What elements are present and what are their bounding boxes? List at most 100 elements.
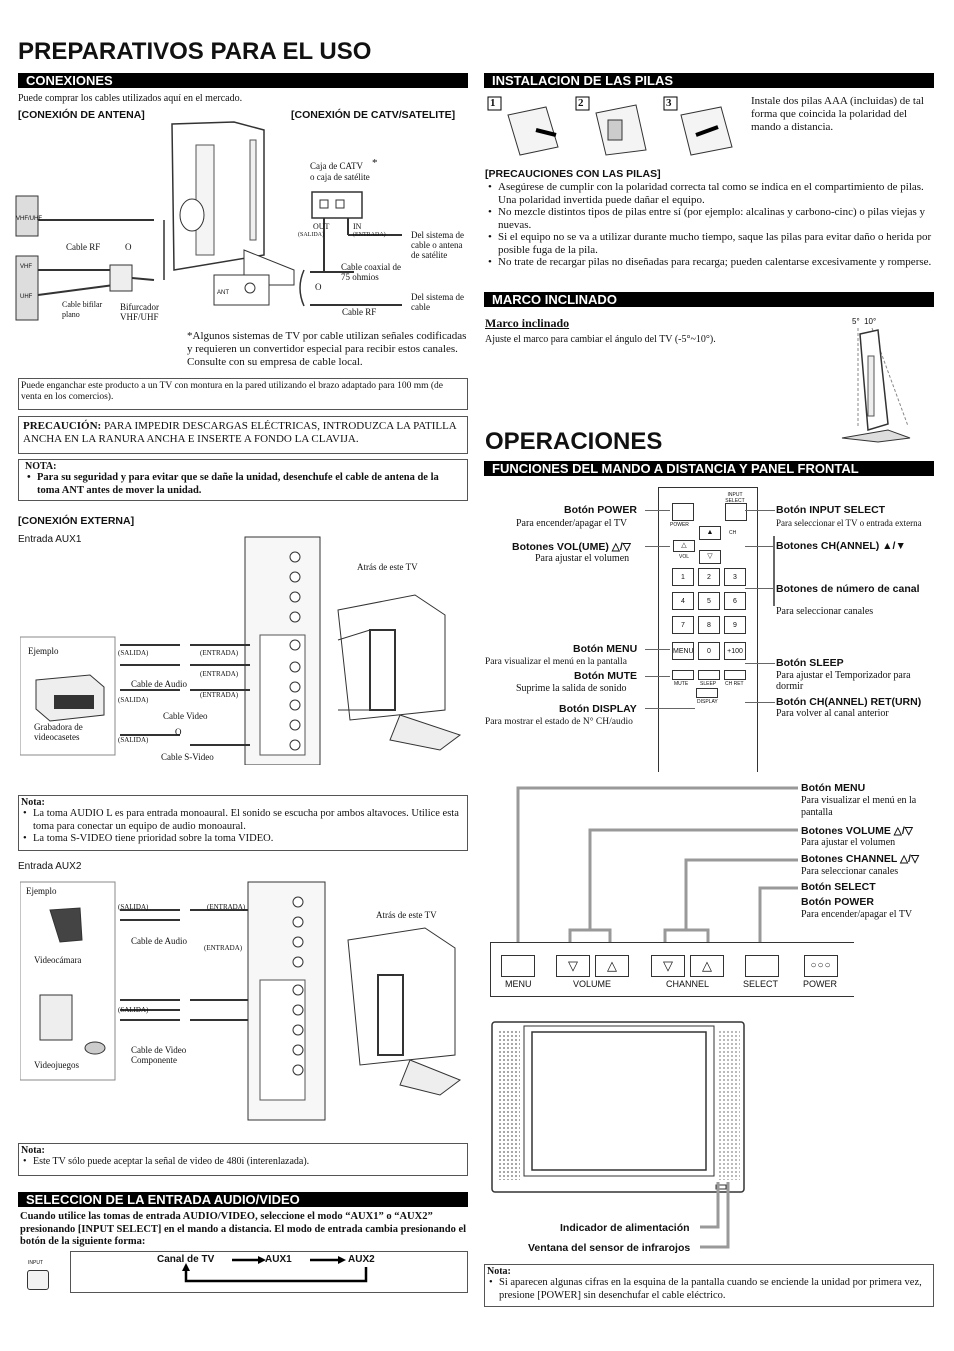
cable-audio-2: Cable de Audio: [131, 936, 187, 946]
nota2-box: Nota: Este TV sólo puede aceptar la seña…: [18, 1143, 468, 1176]
remote-chret-key[interactable]: [724, 670, 746, 680]
remote-key-2[interactable]: 2: [698, 568, 720, 586]
o-2: O: [315, 282, 322, 292]
panel-power-button[interactable]: ○○○: [804, 955, 838, 977]
desc-menu: Para visualizar el menú en la pantalla: [485, 657, 627, 667]
remote-power-key[interactable]: [672, 503, 694, 521]
tilt-diagram: [841, 327, 911, 443]
videocamara: Videocámara: [34, 955, 82, 965]
uhf-label: UHF: [20, 294, 33, 300]
ventana-label: Ventana del sensor de infrarojos: [528, 1242, 691, 1254]
remote-mute-key[interactable]: [672, 670, 694, 680]
cable-svideo: Cable S-Video: [161, 752, 214, 762]
tv-front: [491, 1021, 745, 1193]
panel-desc-vol: Para ajustar el volumen: [801, 837, 896, 848]
wall-note: Puede enganchar este producto a un TV co…: [21, 381, 443, 402]
marco-text: Ajuste el marco para cambiar el ángulo d…: [485, 334, 716, 345]
remote-input-label: INPUT SELECT: [725, 492, 745, 504]
salida-a1: (SALIDA): [118, 649, 149, 657]
panel-desc-power: Para encender/apagar el TV: [801, 909, 913, 920]
remote-sleep-key[interactable]: [698, 670, 720, 680]
battery-diagram: [487, 96, 733, 156]
entrada-b1: (ENTRADA): [207, 903, 246, 911]
remote-input-key[interactable]: [725, 503, 747, 521]
nota-antena-box: NOTA: Para su seguridad y para evitar qu…: [18, 459, 468, 501]
remote-ch-down[interactable]: ▽: [699, 550, 721, 564]
prec-item-2: No mezcle distintos tipos de pilas entre…: [486, 206, 934, 231]
aux2-step: AUX2: [348, 1254, 375, 1265]
panel-menu-button[interactable]: [501, 955, 535, 977]
panel-ch-up-button[interactable]: △: [690, 955, 724, 977]
panel-ch-down-button[interactable]: ▽: [651, 955, 685, 977]
desc-sleep: Para ajustar el Temporizador para dormir: [776, 670, 911, 692]
remote-display-key[interactable]: [696, 688, 718, 698]
remote-ch-up[interactable]: ▲: [699, 526, 721, 540]
cycle-arrows: [182, 1256, 368, 1283]
antenna-diagram: [15, 121, 402, 321]
remote-sleep-label: SLEEP: [700, 681, 717, 687]
marco-angles: 5° 10°: [852, 317, 877, 326]
intro-text: Puede comprar los cables utilizados aquí…: [18, 93, 243, 104]
remote-key-8[interactable]: 8: [698, 616, 720, 634]
section-header-marco: MARCO INCLINADO: [484, 292, 934, 307]
precaucion-box: PRECAUCIÓN: PARA IMPEDIR DESCARGAS ELÉCT…: [18, 416, 468, 454]
remote-key-3[interactable]: 3: [724, 568, 746, 586]
precaucion-label: PRECAUCIÓN:: [23, 420, 102, 432]
salida-b2: (SALIDA): [118, 1006, 149, 1014]
panel-lbl-power: Botón POWER: [801, 896, 874, 908]
nota1-item-1: La toma AUDIO L es para entrada monoaura…: [21, 808, 465, 833]
vhf-label: VHF: [20, 264, 32, 270]
lbl-power: Botón POWER: [564, 504, 637, 516]
nota-operaciones-box: Nota: Si aparecen algunas cifras en la e…: [484, 1264, 934, 1307]
desc-chret: Para volver al canal anterior: [776, 708, 889, 719]
remote-mute-label: MUTE: [674, 681, 689, 687]
cable-video: Cable Video: [163, 711, 208, 721]
panel-vol-down-button[interactable]: ▽: [556, 955, 590, 977]
vhf-uhf-label: VHF/UHF: [16, 216, 42, 222]
remote-key-9[interactable]: 9: [724, 616, 746, 634]
externa-label: [CONEXIÓN EXTERNA]: [18, 515, 135, 527]
wall-note-box: Puede enganchar este producto a un TV co…: [18, 378, 468, 410]
remote-key-7[interactable]: 7: [672, 616, 694, 634]
panel-select-button[interactable]: [745, 955, 779, 977]
salida-a3: (SALIDA): [118, 736, 149, 744]
remote-key-6[interactable]: 6: [724, 592, 746, 610]
front-panel: ▽ △ ▽ △ ○○○ MENU VOLUME CHANNEL SELECT P…: [490, 942, 854, 997]
aux1-diagram: [20, 536, 462, 765]
page-title: PREPARATIVOS PARA EL USO: [18, 38, 372, 65]
remote-menu-key[interactable]: MENU: [672, 642, 694, 660]
remote-key-1[interactable]: 1: [672, 568, 694, 586]
cable-coaxial: Cable coaxial de 75 ohmios: [341, 262, 401, 282]
atras-2: Atrás de este TV: [376, 910, 437, 920]
desc-power: Para encender/apagar el TV: [516, 518, 628, 529]
o-1: O: [125, 242, 132, 252]
panel-lbl-select: Botón SELECT: [801, 881, 876, 893]
panel-channel-label: CHANNEL: [666, 979, 710, 989]
prec-item-3: Si el equipo no se va a utilizar durante…: [486, 231, 934, 256]
entrada-a2: (ENTRADA): [200, 670, 239, 678]
lbl-ch: Botones CH(ANNEL) ▲/▼: [776, 540, 906, 552]
nota1-box: Nota: La toma AUDIO L es para entrada mo…: [18, 795, 468, 851]
salida-b1: (SALIDA): [118, 903, 149, 911]
remote-key-4[interactable]: 4: [672, 592, 694, 610]
panel-desc-ch: Para seleccionar canales: [801, 866, 899, 877]
step-2: 2: [578, 97, 584, 109]
desc-input: Para seleccionar el TV o entrada externa: [776, 518, 922, 528]
remote-key-5[interactable]: 5: [698, 592, 720, 610]
remote-vol-up[interactable]: △: [673, 540, 695, 552]
indicador-label: Indicador de alimentación: [560, 1222, 690, 1234]
desc-mute: Suprime la salida de sonido: [516, 683, 627, 694]
panel-volume-label: VOLUME: [573, 979, 612, 989]
canal-tv: Canal de TV: [157, 1254, 215, 1265]
panel-lbl-vol: Botones VOLUME △/▽: [801, 825, 913, 837]
step-1: 1: [490, 97, 496, 109]
section-header-funciones: FUNCIONES DEL MANDO A DISTANCIA Y PANEL …: [484, 461, 934, 476]
panel-vol-up-button[interactable]: △: [595, 955, 629, 977]
input-select-key: [27, 1270, 49, 1290]
remote-key-100[interactable]: +100: [724, 642, 746, 660]
remote-display-label: DISPLAY: [697, 699, 718, 705]
remote-vol-label: VOL: [679, 554, 690, 560]
del-sistema-cable: Del sistema de cable: [411, 292, 464, 312]
remote-key-0[interactable]: 0: [698, 642, 720, 660]
antena-label: [CONEXIÓN DE ANTENA]: [18, 109, 145, 121]
